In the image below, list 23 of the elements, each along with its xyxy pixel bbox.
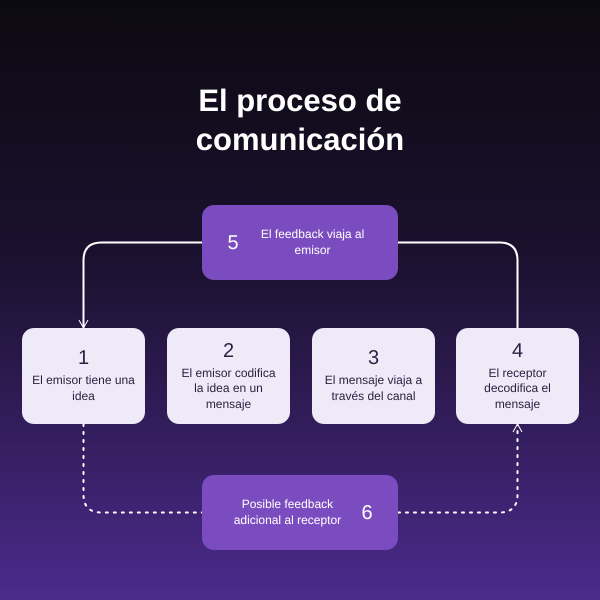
step-description: El emisor tiene una idea <box>32 373 135 405</box>
feedback-box <box>202 205 398 280</box>
step-card <box>312 328 435 424</box>
connector-line <box>82 423 203 514</box>
step-description: El emisor codifica la idea en un mensaje <box>180 366 277 412</box>
step-number: 4 <box>512 340 524 362</box>
step-description: Posible feedback adicional al receptor <box>232 496 342 528</box>
step-description: El feedback viaja al emisor <box>260 226 366 258</box>
step-card <box>22 328 145 424</box>
feedback-box <box>202 475 398 550</box>
step-card <box>456 328 579 424</box>
step-number: 3 <box>368 347 380 370</box>
title: El proceso de comunicación <box>194 82 406 159</box>
connector-line <box>398 242 518 328</box>
step-number: 2 <box>222 340 234 362</box>
arrow <box>78 242 202 328</box>
arrow <box>397 423 522 514</box>
step-number: 1 <box>78 347 90 370</box>
step-card <box>167 328 290 424</box>
step-number: 5 <box>227 232 239 254</box>
step-number: 6 <box>361 502 373 524</box>
step-description: El receptor decodifica el mensaje <box>483 366 552 412</box>
step-description: El mensaje viaja a través del canal <box>324 373 424 405</box>
